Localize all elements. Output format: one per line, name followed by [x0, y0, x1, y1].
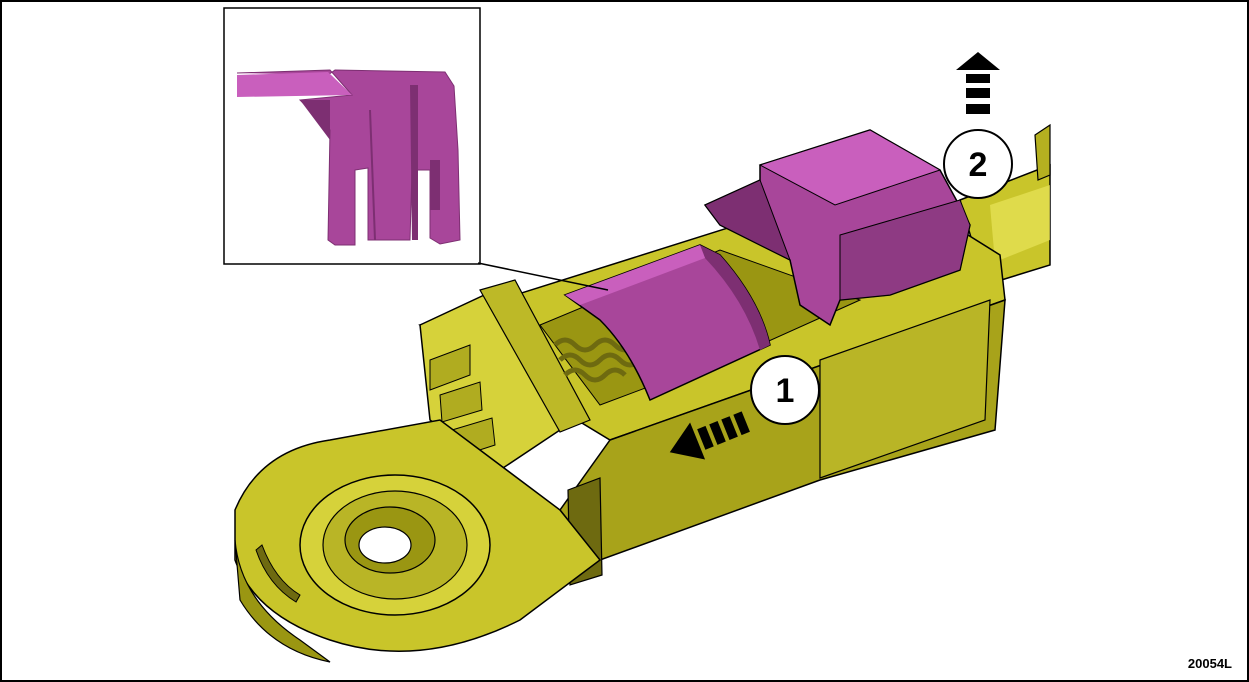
inset-detail [223, 7, 481, 265]
callout-2-label: 2 [969, 146, 988, 184]
locking-clip-rear [703, 129, 971, 327]
callout-1: 1 [750, 355, 820, 425]
striped-arrow-up-icon [956, 52, 1000, 114]
striped-arrow-left-down-icon [669, 411, 750, 460]
callout-2: 2 [943, 129, 1013, 199]
callout-1-label: 1 [776, 372, 795, 410]
leader-line [477, 262, 609, 291]
figure-id: 20054L [1188, 656, 1232, 671]
locking-clip-front [563, 244, 771, 402]
spring [553, 337, 642, 383]
